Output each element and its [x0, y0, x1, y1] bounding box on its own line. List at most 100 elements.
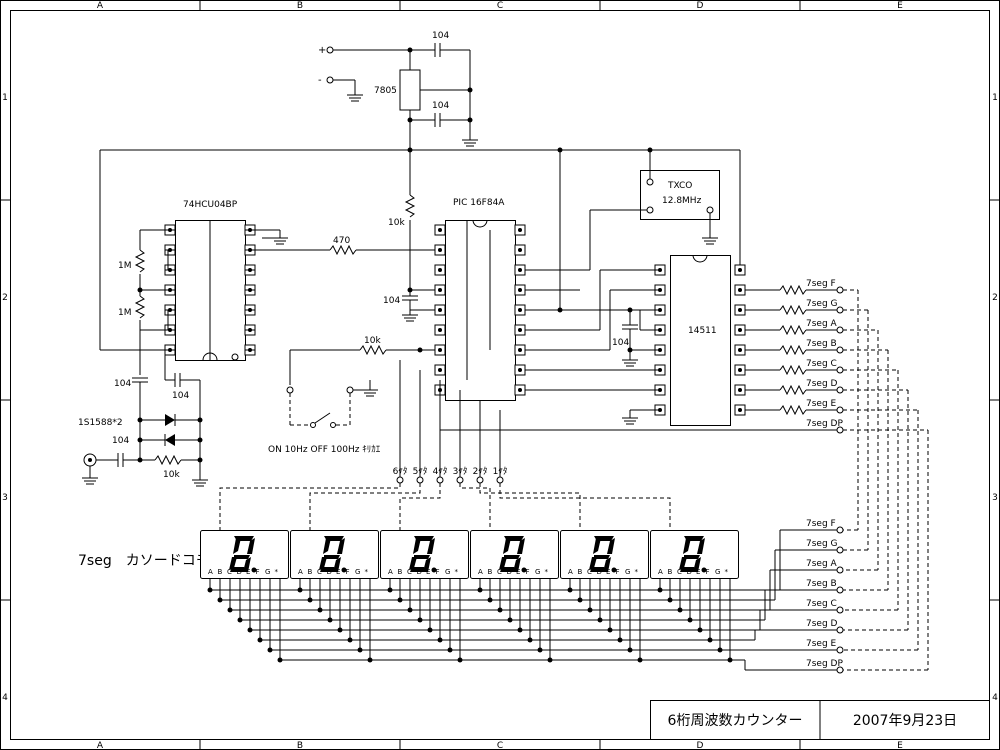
row-label-3: 3 [2, 493, 8, 503]
ic-14511: 14511 [670, 254, 731, 426]
col-label-c-bottom: C [497, 741, 503, 750]
r-1m-a-label: 1M [118, 261, 132, 271]
segment-dp [701, 567, 707, 573]
c-pic-label: 104 [383, 296, 400, 306]
segment-c [693, 557, 701, 572]
ground-symbol [622, 359, 638, 367]
segment-b [247, 538, 255, 554]
display-bus [207, 530, 781, 670]
display-pin-letter: D [417, 568, 422, 576]
ground-symbol [272, 237, 288, 245]
segment-g [594, 555, 610, 559]
display-pin-letter: B [668, 568, 673, 576]
txco-oscillator: TXCO 12.8MHz [525, 150, 720, 271]
row-label-1-right: 1 [992, 93, 998, 103]
display-pin-letter: G [355, 568, 360, 576]
net-terminal [836, 406, 844, 414]
segment-f [323, 538, 331, 554]
segment-g [324, 555, 340, 559]
segment-dp [341, 567, 347, 573]
segment-c [513, 557, 521, 572]
display-pin-letter: B [218, 568, 223, 576]
r-10k-input-label: 10k [163, 470, 180, 480]
col-label-a-bottom: A [97, 741, 104, 750]
net-label-bottom: 7seg DP [806, 659, 843, 669]
display-pin-letter: * [455, 568, 459, 576]
title-text: 6桁周波数カウンター [668, 713, 803, 729]
display-pin-letter: * [725, 568, 729, 576]
display-pin-letter: D [507, 568, 512, 576]
display-pin-letter: G [535, 568, 540, 576]
display-pin-letter: * [635, 568, 639, 576]
ic-pic-label: PIC 16F84A [453, 198, 505, 208]
diode-label: 1S1588*2 [78, 418, 123, 428]
segment-f [233, 538, 241, 554]
display-pin-letter: B [488, 568, 493, 576]
segment-c [423, 557, 431, 572]
ground-symbol [622, 417, 638, 425]
display-pin-letter: C [497, 568, 502, 576]
col-label-c: C [497, 1, 503, 11]
display-pin-letter: F [256, 568, 260, 576]
net-terminal [836, 346, 844, 354]
ic-pic-pins [434, 224, 526, 396]
txco-freq-label: 12.8MHz [662, 196, 702, 206]
row-label-4-right: 4 [992, 693, 998, 703]
col-label-a: A [97, 1, 104, 11]
segment-e [319, 557, 327, 570]
display-pin-letter: A [298, 568, 303, 576]
digit-terminal [416, 476, 424, 484]
c-dec-label: 104 [612, 338, 629, 348]
display-pin-letter: C [677, 568, 682, 576]
segment-resistor [779, 384, 807, 396]
segment-c [603, 557, 611, 572]
net-label-bottom: 7seg D [806, 619, 838, 629]
ground-symbol [702, 237, 718, 245]
digit-terminal [396, 476, 404, 484]
net-label-top: 7seg F [806, 279, 836, 289]
display-pin-letter: F [436, 568, 440, 576]
segment-e [409, 557, 417, 570]
display-pin-letter: F [706, 568, 710, 576]
display-pin-letter: F [346, 568, 350, 576]
segment-d [500, 567, 517, 572]
r-10k-pullup-label: 10k [388, 218, 405, 228]
display-pin-letter: A [478, 568, 483, 576]
net-terminal [836, 286, 844, 294]
segment-d [230, 567, 247, 572]
net-terminal [836, 326, 844, 334]
display-pin-letter: F [526, 568, 530, 576]
display-pin-letter: E [516, 568, 520, 576]
segment-b [697, 538, 705, 554]
display-pin-letter: C [587, 568, 592, 576]
row-label-3-right: 3 [992, 493, 998, 503]
ground-symbol [82, 477, 98, 485]
clock-net: 470 [255, 229, 435, 256]
display-label: 7seg カソードコモン [78, 553, 224, 569]
display-pin-letter: A [658, 568, 663, 576]
txco-label: TXCO [667, 181, 692, 191]
vcc-rail [99, 147, 741, 351]
col-label-d-bottom: D [697, 741, 704, 750]
net-label-bottom: 7seg F [806, 519, 836, 529]
net-label-top: 7seg A [806, 319, 838, 329]
net-terminal [836, 566, 844, 574]
segment-d [590, 567, 607, 572]
net-terminal [836, 526, 844, 534]
display-pin-letter: B [578, 568, 583, 576]
segment-g [234, 555, 250, 559]
ic-pic16f84a: PIC 16F84A [445, 198, 516, 401]
segment-d [680, 567, 697, 572]
row-label-2: 2 [2, 293, 8, 303]
net-label-top: 7seg D [806, 379, 838, 389]
segment-g [504, 555, 520, 559]
segment-resistor [779, 404, 807, 416]
ground-symbol [402, 314, 418, 322]
display-pin-letter: D [687, 568, 692, 576]
segment-f [503, 538, 511, 554]
segment-c [333, 557, 341, 572]
